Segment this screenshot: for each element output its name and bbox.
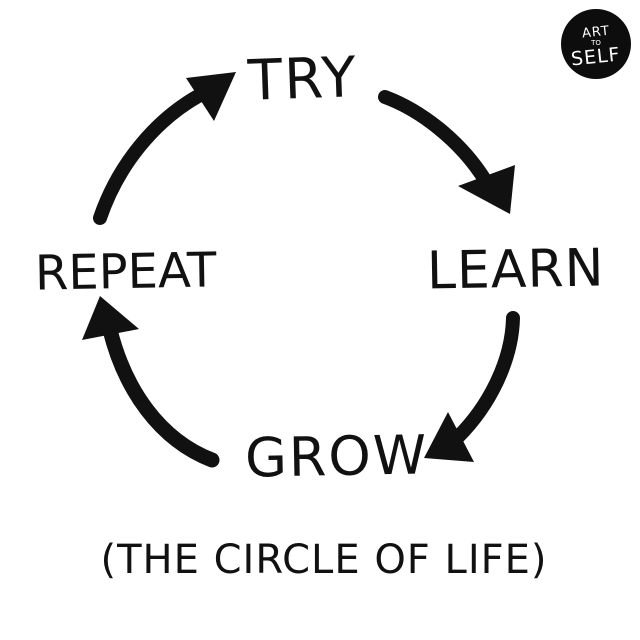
arrow-try-to-learn — [378, 90, 515, 214]
step-learn-label: LEARN — [426, 238, 605, 302]
step-repeat-label: REPEAT — [34, 242, 217, 302]
arrow-grow-to-repeat-shaft — [102, 322, 220, 468]
arrow-repeat-to-try — [93, 72, 236, 225]
arrow-repeat-to-try-head — [186, 72, 236, 121]
arrow-learn-to-grow-shaft — [451, 311, 520, 444]
arrow-learn-to-grow — [424, 311, 520, 462]
caption-circle-of-life: (THE CIRCLE OF LIFE) — [100, 537, 548, 583]
logo-line-to: TO — [591, 38, 601, 47]
arrow-learn-to-grow-head — [424, 412, 474, 462]
arrow-grow-to-repeat-head — [82, 296, 139, 340]
arrow-grow-to-repeat — [82, 296, 220, 468]
art-to-self-logo: ART TO SELF — [561, 9, 631, 79]
arrow-repeat-to-try-shaft — [93, 88, 207, 225]
step-try-label: TRY — [246, 45, 359, 114]
arrow-try-to-learn-head — [458, 165, 515, 214]
step-grow-label: GROW — [244, 423, 429, 490]
arrow-try-to-learn-shaft — [378, 90, 492, 187]
